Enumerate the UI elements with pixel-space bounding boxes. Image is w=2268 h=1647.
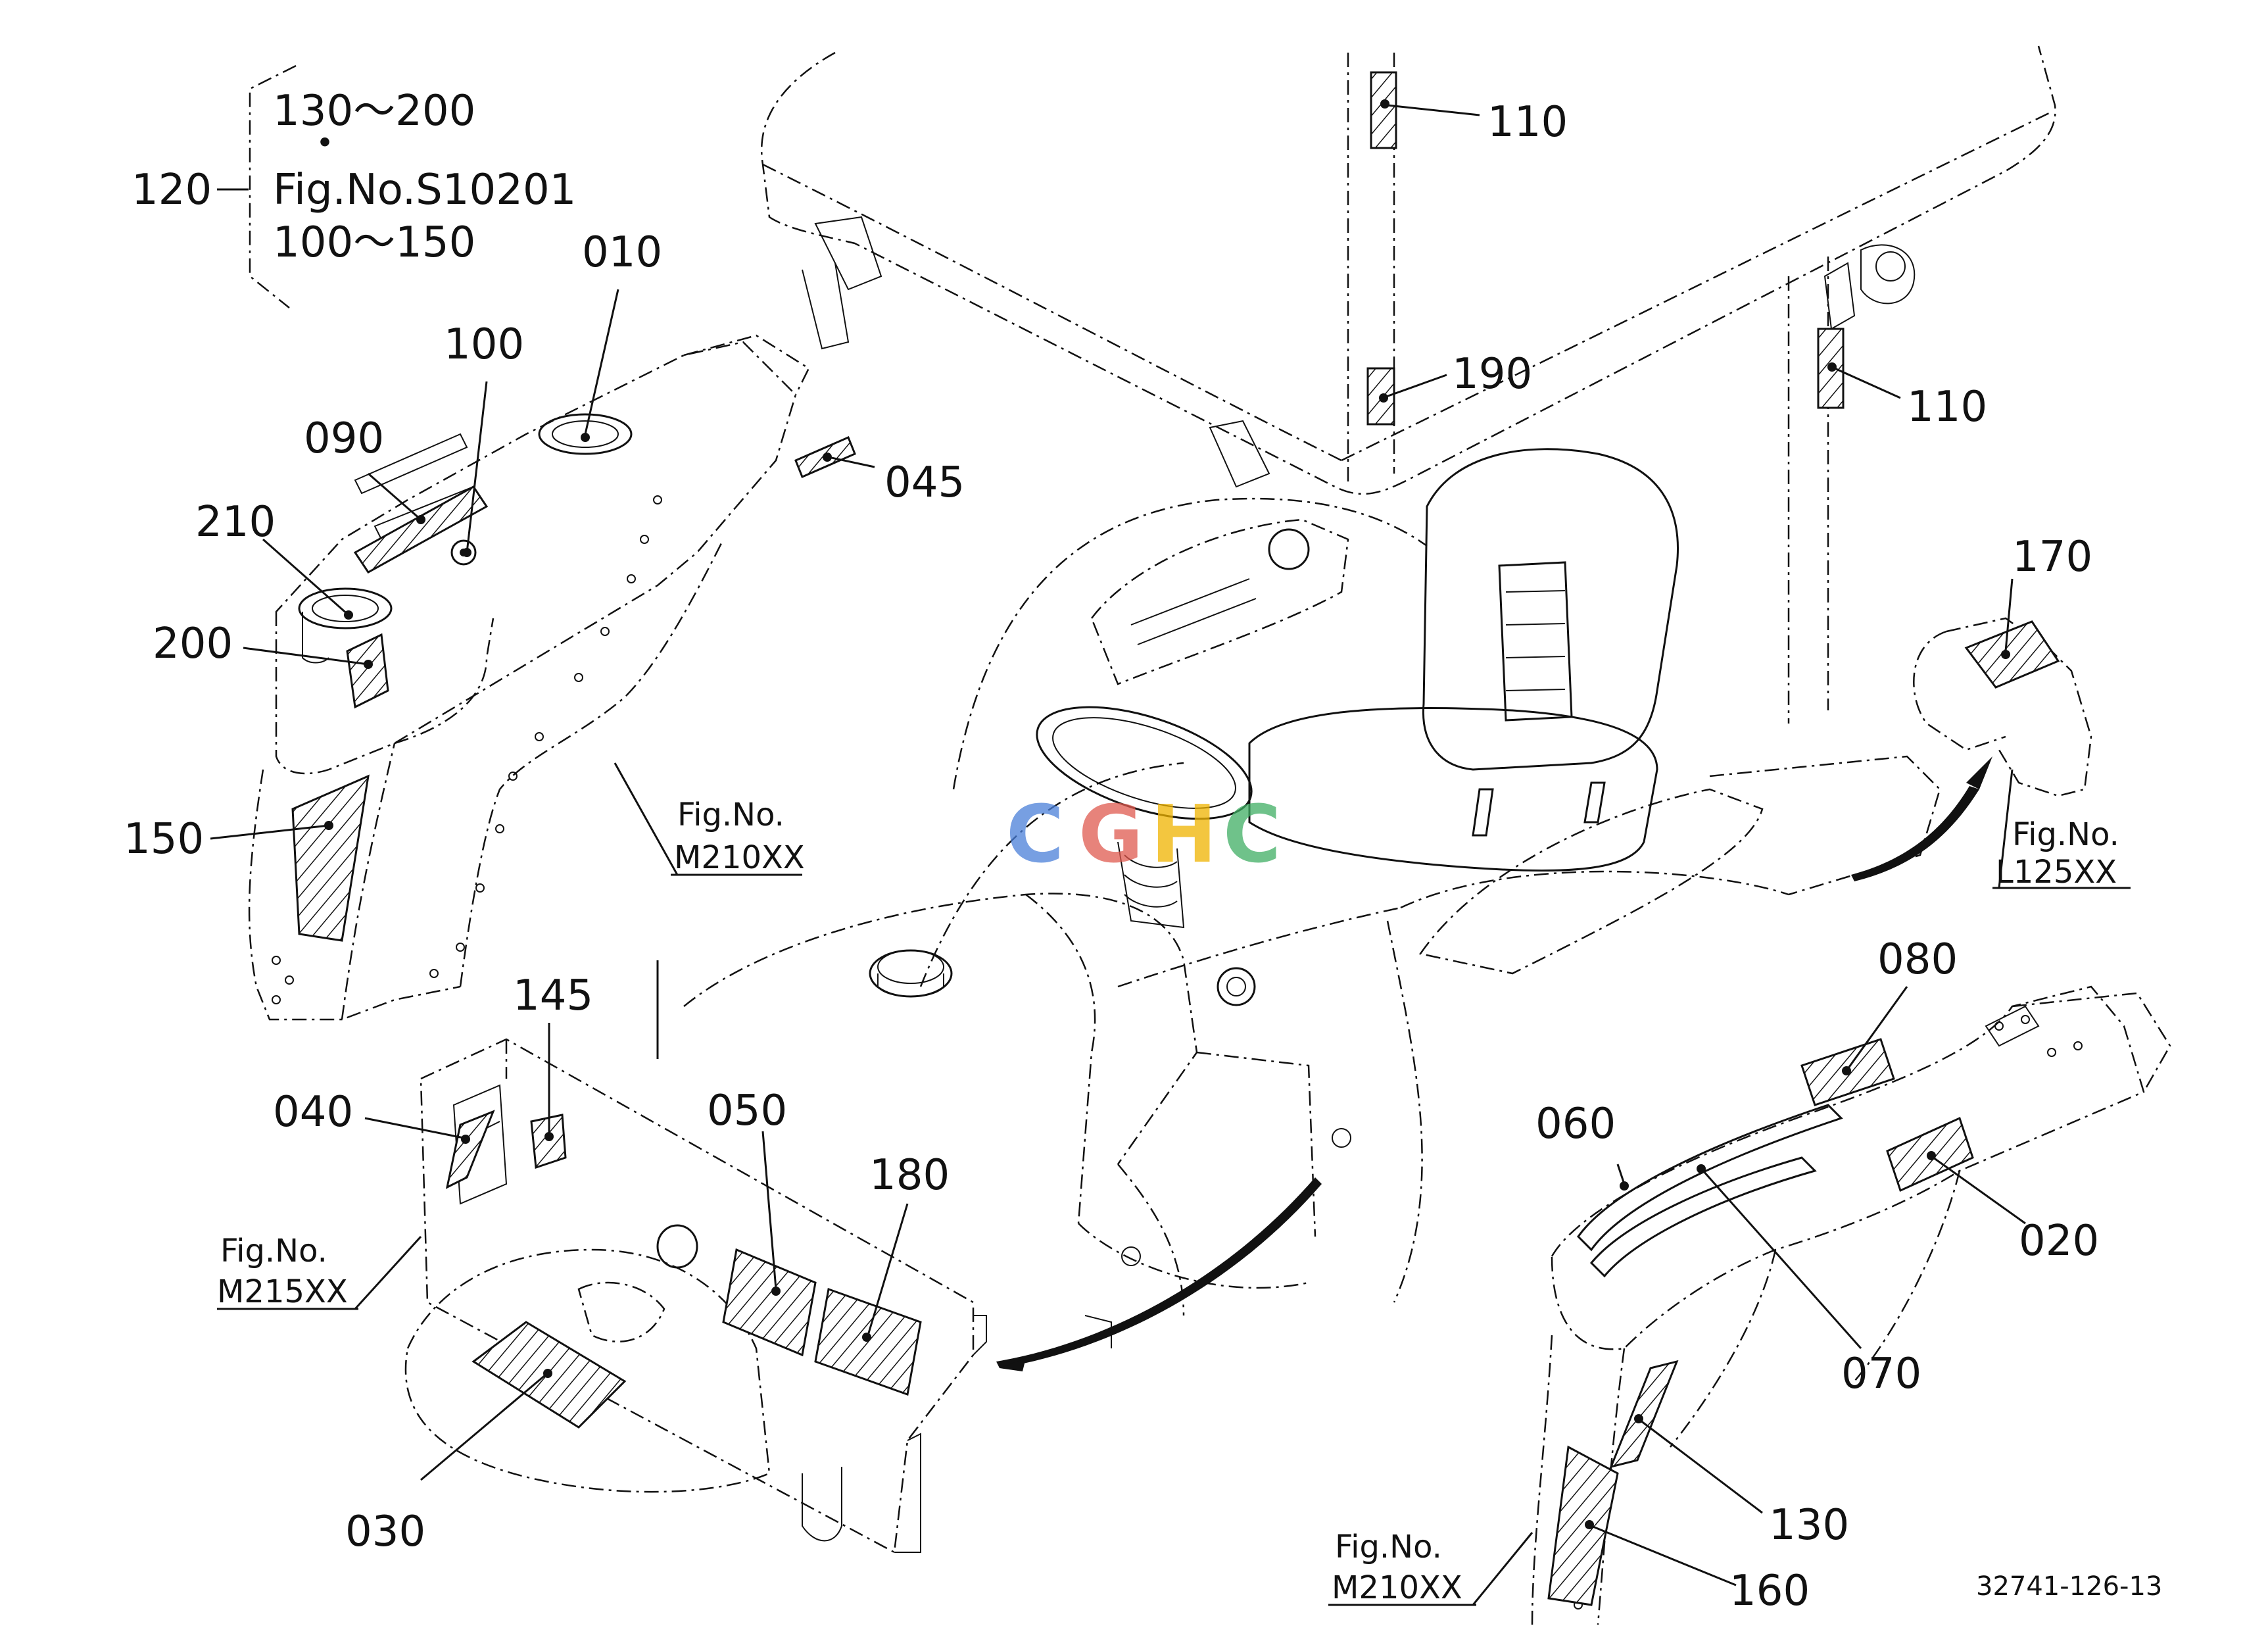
svg-text:C: C — [1006, 789, 1064, 881]
callout-170: 170 — [2012, 533, 2092, 581]
legend-line-1: 130～200 — [273, 87, 475, 135]
callout-200: 200 — [153, 620, 233, 668]
callout-050: 050 — [707, 1087, 787, 1135]
callout-100: 100 — [444, 320, 524, 369]
callout-060: 060 — [1535, 1100, 1616, 1148]
legend-line-4: 100～150 — [273, 218, 475, 267]
assembly-arrows — [996, 756, 1992, 1371]
legend-ref-label: 120 — [132, 166, 212, 214]
label-160 — [1547, 1445, 1619, 1606]
callout-070: 070 — [1841, 1350, 1921, 1398]
callout-110-right: 110 — [1907, 383, 1987, 431]
callout-210: 210 — [195, 498, 276, 547]
legend-line-2: ・ — [304, 120, 346, 168]
callout-020: 020 — [2019, 1217, 2099, 1266]
right-fender-assembly — [1531, 985, 2171, 1625]
leader-lines — [210, 99, 2131, 1606]
callout-160: 160 — [1729, 1567, 1810, 1615]
callout-110-upper: 110 — [1487, 98, 1568, 147]
svg-text:H: H — [1151, 789, 1217, 881]
figref-3-label: Fig.No. — [220, 1233, 327, 1269]
drawing-code: 32741-126-13 — [1976, 1571, 2162, 1602]
callout-010: 010 — [582, 228, 662, 277]
dash-panel — [404, 1038, 987, 1554]
legend-group: 120 130～200 ・ Fig.No.S10201 100～150 — [132, 64, 576, 308]
cab-roof — [760, 45, 2056, 724]
label-050 — [722, 1248, 817, 1357]
label-110-upper — [1370, 71, 1397, 149]
callout-190: 190 — [1452, 350, 1532, 399]
svg-text:C: C — [1223, 789, 1281, 881]
callout-080: 080 — [1877, 935, 1958, 984]
figref-2-label: Fig.No. — [2012, 816, 2119, 853]
rops-cover — [1913, 617, 2092, 797]
legend-line-3: Fig.No.S10201 — [273, 166, 576, 214]
callout-130: 130 — [1769, 1501, 1849, 1550]
label-130 — [1609, 1360, 1679, 1469]
callout-150: 150 — [124, 815, 204, 864]
label-040 — [445, 1110, 495, 1189]
figref-1-code: M210XX — [674, 839, 805, 876]
callout-030: 030 — [345, 1508, 425, 1556]
label-200 — [346, 633, 389, 709]
svg-text:G: G — [1078, 789, 1144, 881]
tractor-body — [919, 448, 1941, 1303]
callout-180: 180 — [869, 1151, 950, 1200]
watermark-logo: C G H C — [1006, 789, 1281, 881]
label-180 — [814, 1287, 922, 1396]
callout-045: 045 — [884, 458, 965, 507]
label-170 — [1964, 620, 2060, 689]
figref-4-label: Fig.No. — [1335, 1529, 1442, 1565]
left-fender-assembly — [248, 334, 810, 1021]
figure-references: Fig.No. M210XX Fig.No. L125XX Fig.No. M2… — [217, 797, 2119, 1606]
callout-040: 040 — [273, 1088, 353, 1137]
label-090 — [353, 485, 489, 574]
callout-labels: 110 190 110 010 100 090 210 200 150 045 … — [124, 98, 2099, 1615]
callout-090: 090 — [304, 414, 384, 463]
fuel-tank — [683, 893, 1351, 1348]
figref-2-code: L125XX — [1996, 854, 2117, 891]
label-150 — [291, 774, 370, 942]
figref-3-code: M215XX — [217, 1273, 348, 1310]
callout-145: 145 — [513, 971, 593, 1020]
figref-1-label: Fig.No. — [677, 797, 784, 833]
figref-4-code: M210XX — [1332, 1569, 1462, 1606]
label-145 — [530, 1114, 567, 1169]
